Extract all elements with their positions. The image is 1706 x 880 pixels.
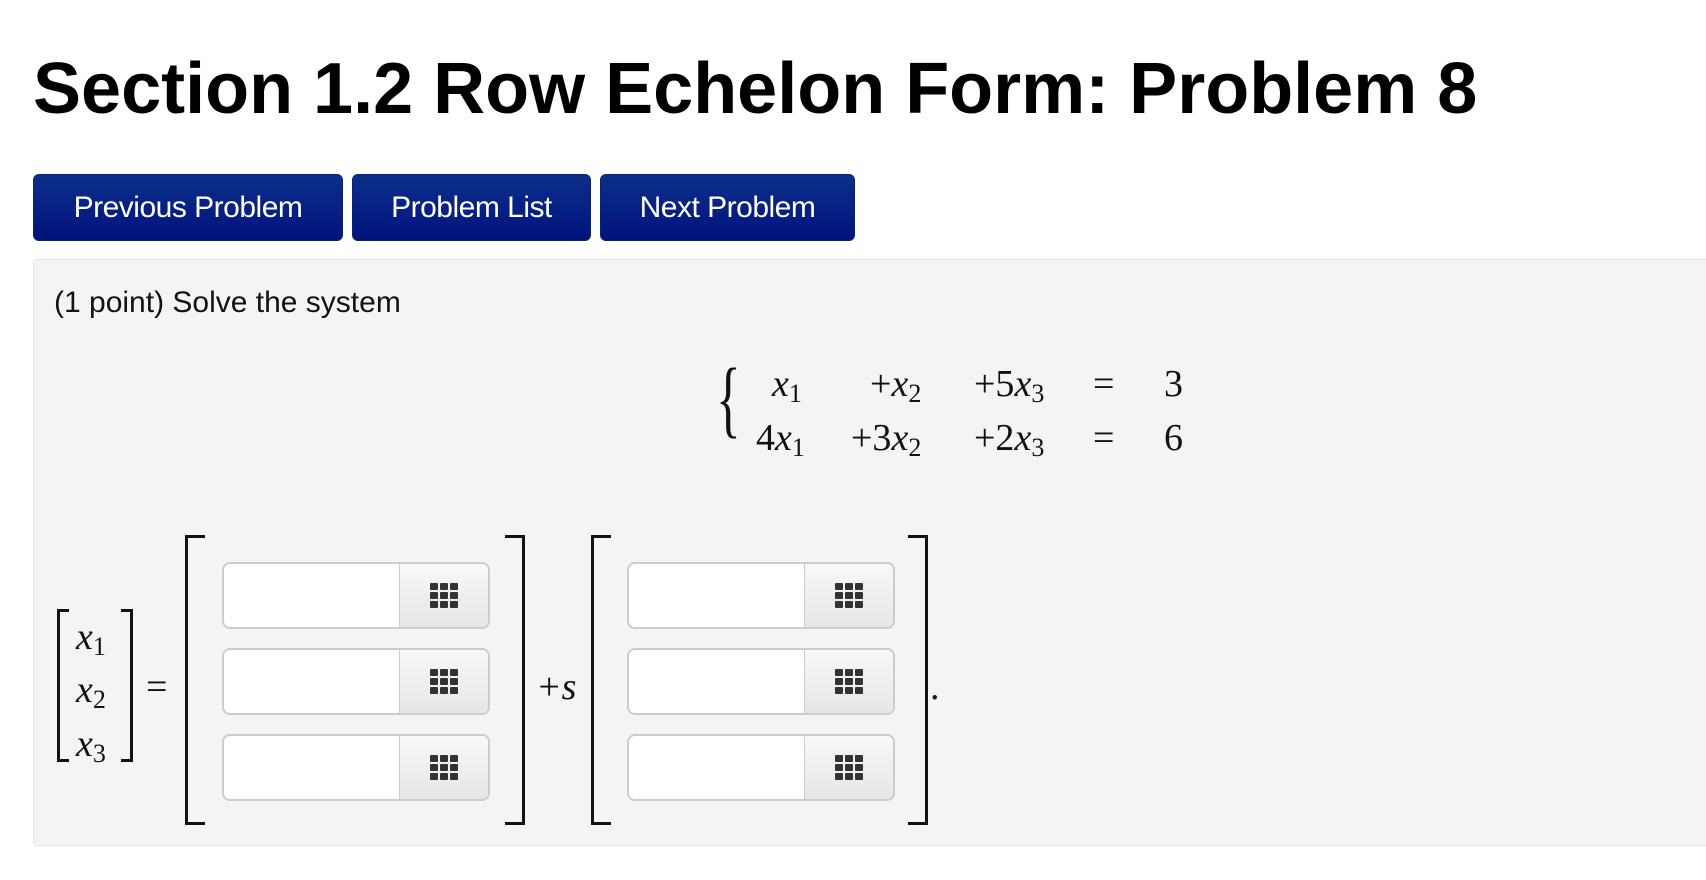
grid-icon <box>430 669 458 694</box>
answer-input-particular-3[interactable] <box>222 734 490 801</box>
equation-palette-button[interactable] <box>804 736 893 799</box>
problem-list-button[interactable]: Problem List <box>352 174 591 241</box>
text-field[interactable] <box>224 564 406 627</box>
grid-icon <box>835 755 863 780</box>
answer-input-direction-3[interactable] <box>627 734 895 801</box>
bracket-left <box>591 535 611 825</box>
answer-input-direction-2[interactable] <box>627 648 895 715</box>
bracket-right <box>505 535 525 825</box>
text-field[interactable] <box>629 650 811 713</box>
bracket-left <box>185 535 205 825</box>
equation-palette-button[interactable] <box>399 564 488 627</box>
text-field[interactable] <box>629 736 811 799</box>
text-field[interactable] <box>224 650 406 713</box>
bracket-right <box>908 535 928 825</box>
equation-palette-button[interactable] <box>804 650 893 713</box>
text-field[interactable] <box>629 564 811 627</box>
next-problem-button[interactable]: Next Problem <box>600 174 855 241</box>
previous-problem-button[interactable]: Previous Problem <box>33 174 343 241</box>
equals-sign: = <box>146 666 168 708</box>
equation-palette-button[interactable] <box>399 736 488 799</box>
page-title: Section 1.2 Row Echelon Form: Problem 8 <box>33 49 1478 129</box>
equation-palette-button[interactable] <box>399 650 488 713</box>
answer-input-particular-2[interactable] <box>222 648 490 715</box>
bracket-right <box>121 609 133 762</box>
plus-s-label: +s <box>536 666 577 708</box>
grid-icon <box>835 583 863 608</box>
left-brace: { <box>716 350 741 446</box>
answer-input-direction-1[interactable] <box>627 562 895 629</box>
bracket-left <box>57 609 69 762</box>
period: . <box>930 666 940 708</box>
equation-palette-button[interactable] <box>804 564 893 627</box>
grid-icon <box>430 583 458 608</box>
answer-input-particular-1[interactable] <box>222 562 490 629</box>
grid-icon <box>835 669 863 694</box>
problem-intro: (1 point) Solve the system <box>54 286 401 319</box>
grid-icon <box>430 755 458 780</box>
text-field[interactable] <box>224 736 406 799</box>
